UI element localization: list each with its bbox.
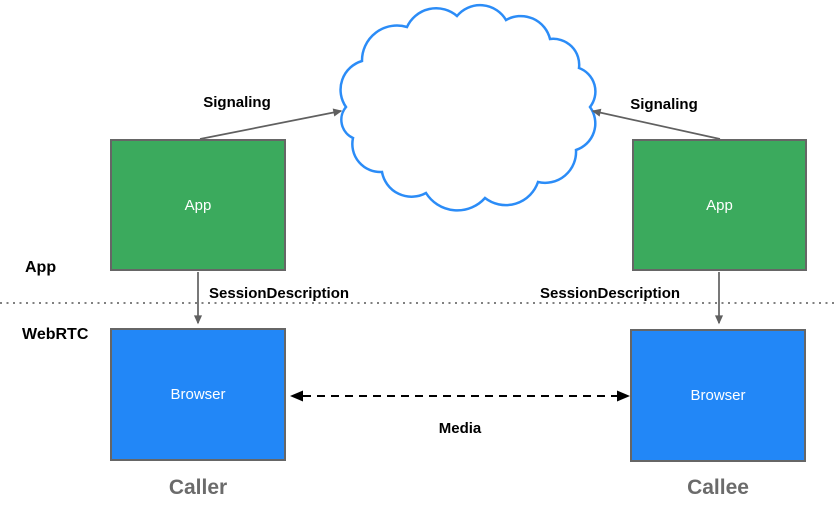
- caller-app-label: App: [184, 196, 212, 214]
- media-arrowhead-right: [617, 390, 630, 402]
- media-label: Media: [438, 420, 482, 437]
- callee-browser-label: Browser: [690, 387, 746, 404]
- signaling-arrow-right: [591, 108, 721, 140]
- session-description-label-right: SessionDescription: [540, 285, 681, 302]
- layer-label-webrtc: WebRTC: [22, 326, 89, 343]
- session-description-label-left: SessionDescription: [209, 285, 350, 302]
- callee-browser-box: Browser: [630, 329, 806, 462]
- caller-browser-label: Browser: [170, 386, 226, 403]
- callee-app-label: App: [706, 196, 733, 214]
- layer-label-app: App: [25, 259, 57, 276]
- callee-app-box: App: [632, 139, 807, 271]
- callee-role-label: Callee: [687, 476, 749, 499]
- signaling-cloud-shape: [339, 3, 597, 212]
- caller-browser-box: Browser: [110, 328, 286, 461]
- media-arrowhead-left: [290, 390, 303, 402]
- caller-app-box: App: [110, 139, 286, 271]
- caller-role-label: Caller: [168, 476, 228, 499]
- signaling-label-right: Signaling: [630, 96, 698, 113]
- signaling-arrow-left: [199, 108, 343, 140]
- signaling-label-left: Signaling: [203, 94, 271, 111]
